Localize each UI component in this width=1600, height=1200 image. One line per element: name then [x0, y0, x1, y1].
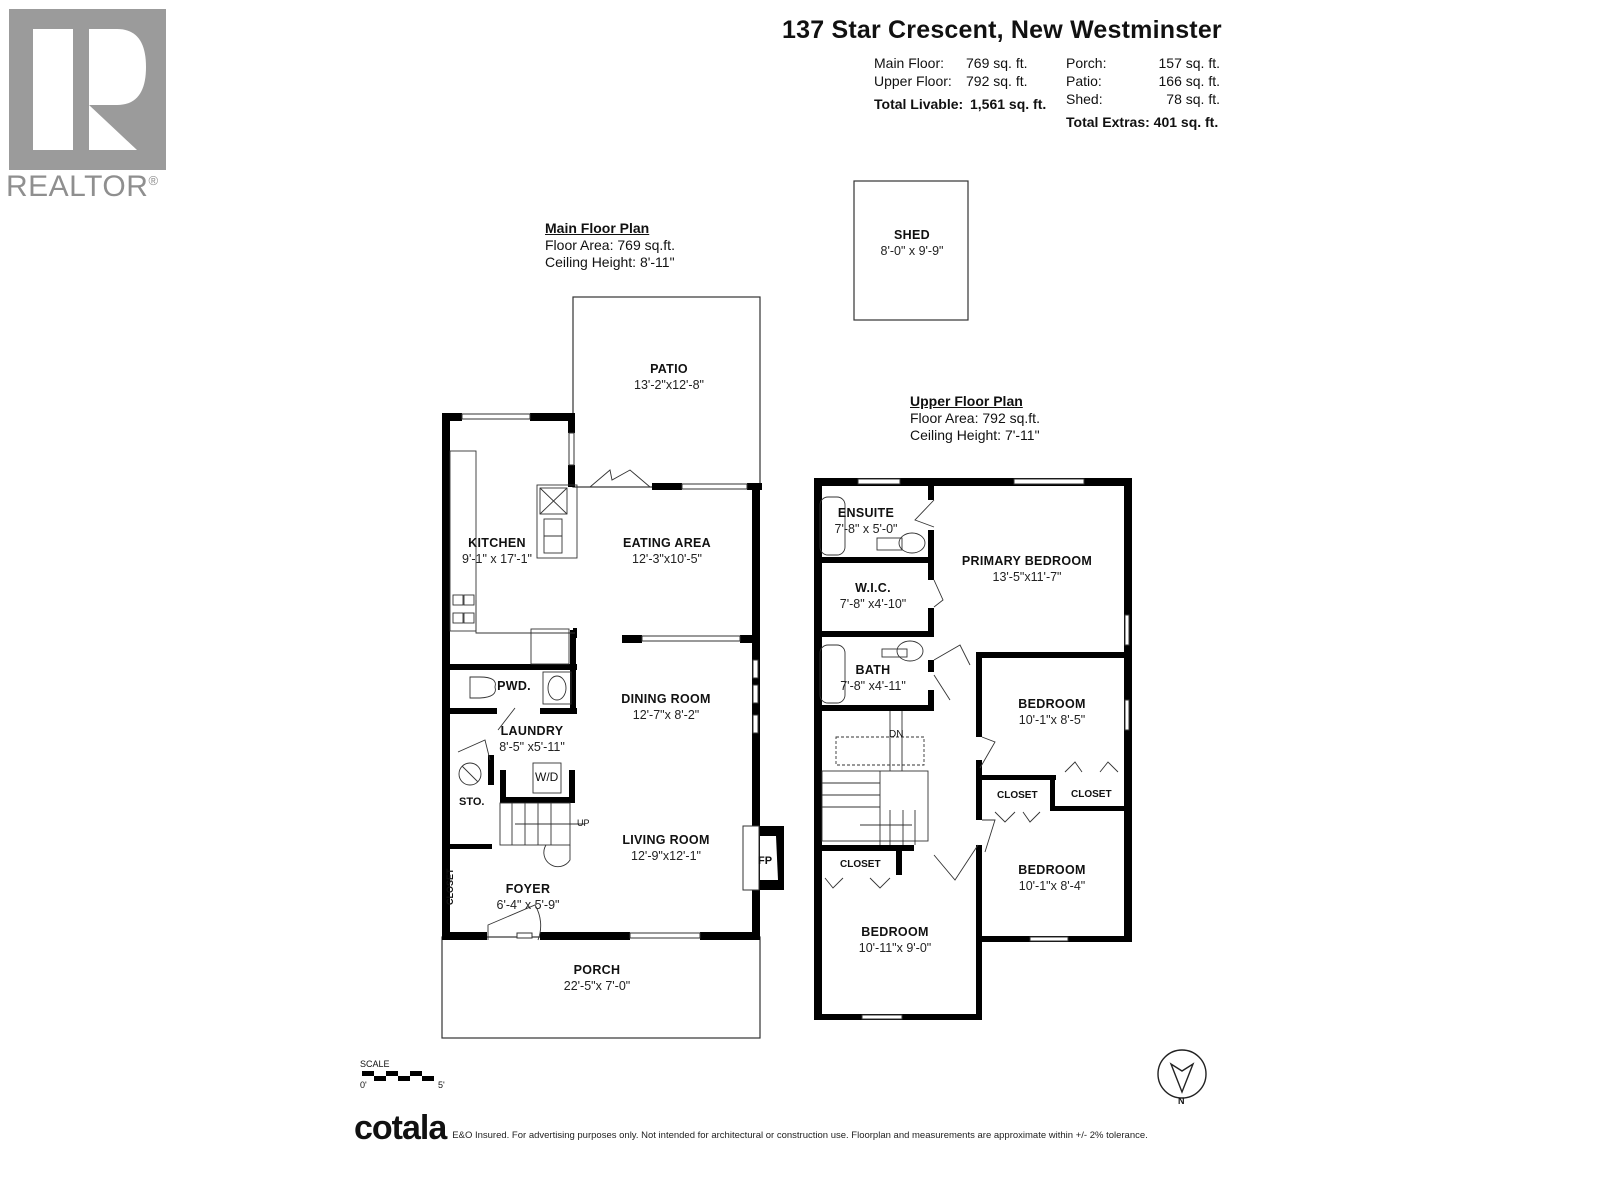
shed-label: Shed: [1066, 91, 1103, 107]
realtor-wordmark: REALTOR® [6, 170, 159, 203]
main-floor-title: Main Floor Plan [545, 220, 650, 236]
upper-floor-area: Floor Area: 792 sq.ft. [910, 410, 1040, 426]
shed-value: 78 sq. ft. [1166, 91, 1220, 107]
main-floor-walls [442, 413, 784, 940]
total-livable-label: Total Livable: [874, 96, 964, 112]
upper-floor-label: Upper Floor: [874, 73, 952, 89]
main-floor-value: 769 sq. ft. [966, 55, 1028, 71]
patio-outline [572, 296, 761, 488]
north-compass-icon [1157, 1049, 1207, 1099]
upper-floor-ceiling: Ceiling Height: 7'-11" [910, 427, 1040, 443]
realtor-logo [9, 9, 166, 170]
porch-value: 157 sq. ft. [1158, 55, 1220, 71]
scale-start: 0' [360, 1080, 367, 1090]
room-wic: W.I.C.7'-8" x4'-10" [839, 581, 907, 611]
area-summary: Main Floor: 769 sq. ft. Upper Floor: 792… [874, 55, 1234, 135]
upper-floor-title: Upper Floor Plan [910, 393, 1023, 409]
main-floor-area: Floor Area: 769 sq.ft. [545, 237, 675, 253]
scale-end: 5' [438, 1080, 445, 1090]
stairs-down-label: DN [889, 729, 904, 740]
footer: cotala E&O Insured. For advertising purp… [354, 1109, 1148, 1147]
porch-label: Porch: [1066, 55, 1107, 71]
closet-label-bedroom-3: CLOSET [997, 790, 1038, 801]
stairs-up-label: UP [577, 818, 590, 828]
realtor-r-icon [33, 29, 146, 150]
scale-bar [362, 1071, 434, 1081]
main-floor-header: Main Floor Plan Floor Area: 769 sq.ft. C… [545, 220, 675, 271]
property-address: 137 Star Crescent, New Westminster [782, 16, 1222, 44]
fireplace-label: FP [758, 855, 773, 867]
room-powder: PWD. [497, 679, 531, 693]
shed-outline [853, 180, 969, 321]
patio-label: Patio: [1066, 73, 1102, 89]
total-extras-label: Total Extras: 401 sq. ft. [1066, 114, 1219, 130]
upper-floor-value: 792 sq. ft. [966, 73, 1028, 89]
main-floor-ceiling: Ceiling Height: 8'-11" [545, 254, 675, 270]
closet-label-bedroom-2: CLOSET [1071, 789, 1112, 800]
compass-north-label: N [1178, 1096, 1185, 1106]
upper-floor-header: Upper Floor Plan Floor Area: 792 sq.ft. … [910, 393, 1040, 444]
disclaimer-text: E&O Insured. For advertising purposes on… [452, 1130, 1148, 1141]
closet-label-bedroom-4: CLOSET [840, 859, 881, 870]
foyer-closet-label: CLOSET [445, 868, 455, 905]
cotala-logo: cotala [354, 1109, 447, 1147]
scale-title: SCALE [360, 1059, 390, 1069]
storage-label: STO. [459, 796, 485, 808]
washer-dryer-label: W/D [535, 770, 559, 784]
main-floor-label: Main Floor: [874, 55, 945, 71]
patio-value: 166 sq. ft. [1158, 73, 1220, 89]
total-livable-value: 1,561 sq. ft. [970, 96, 1047, 112]
